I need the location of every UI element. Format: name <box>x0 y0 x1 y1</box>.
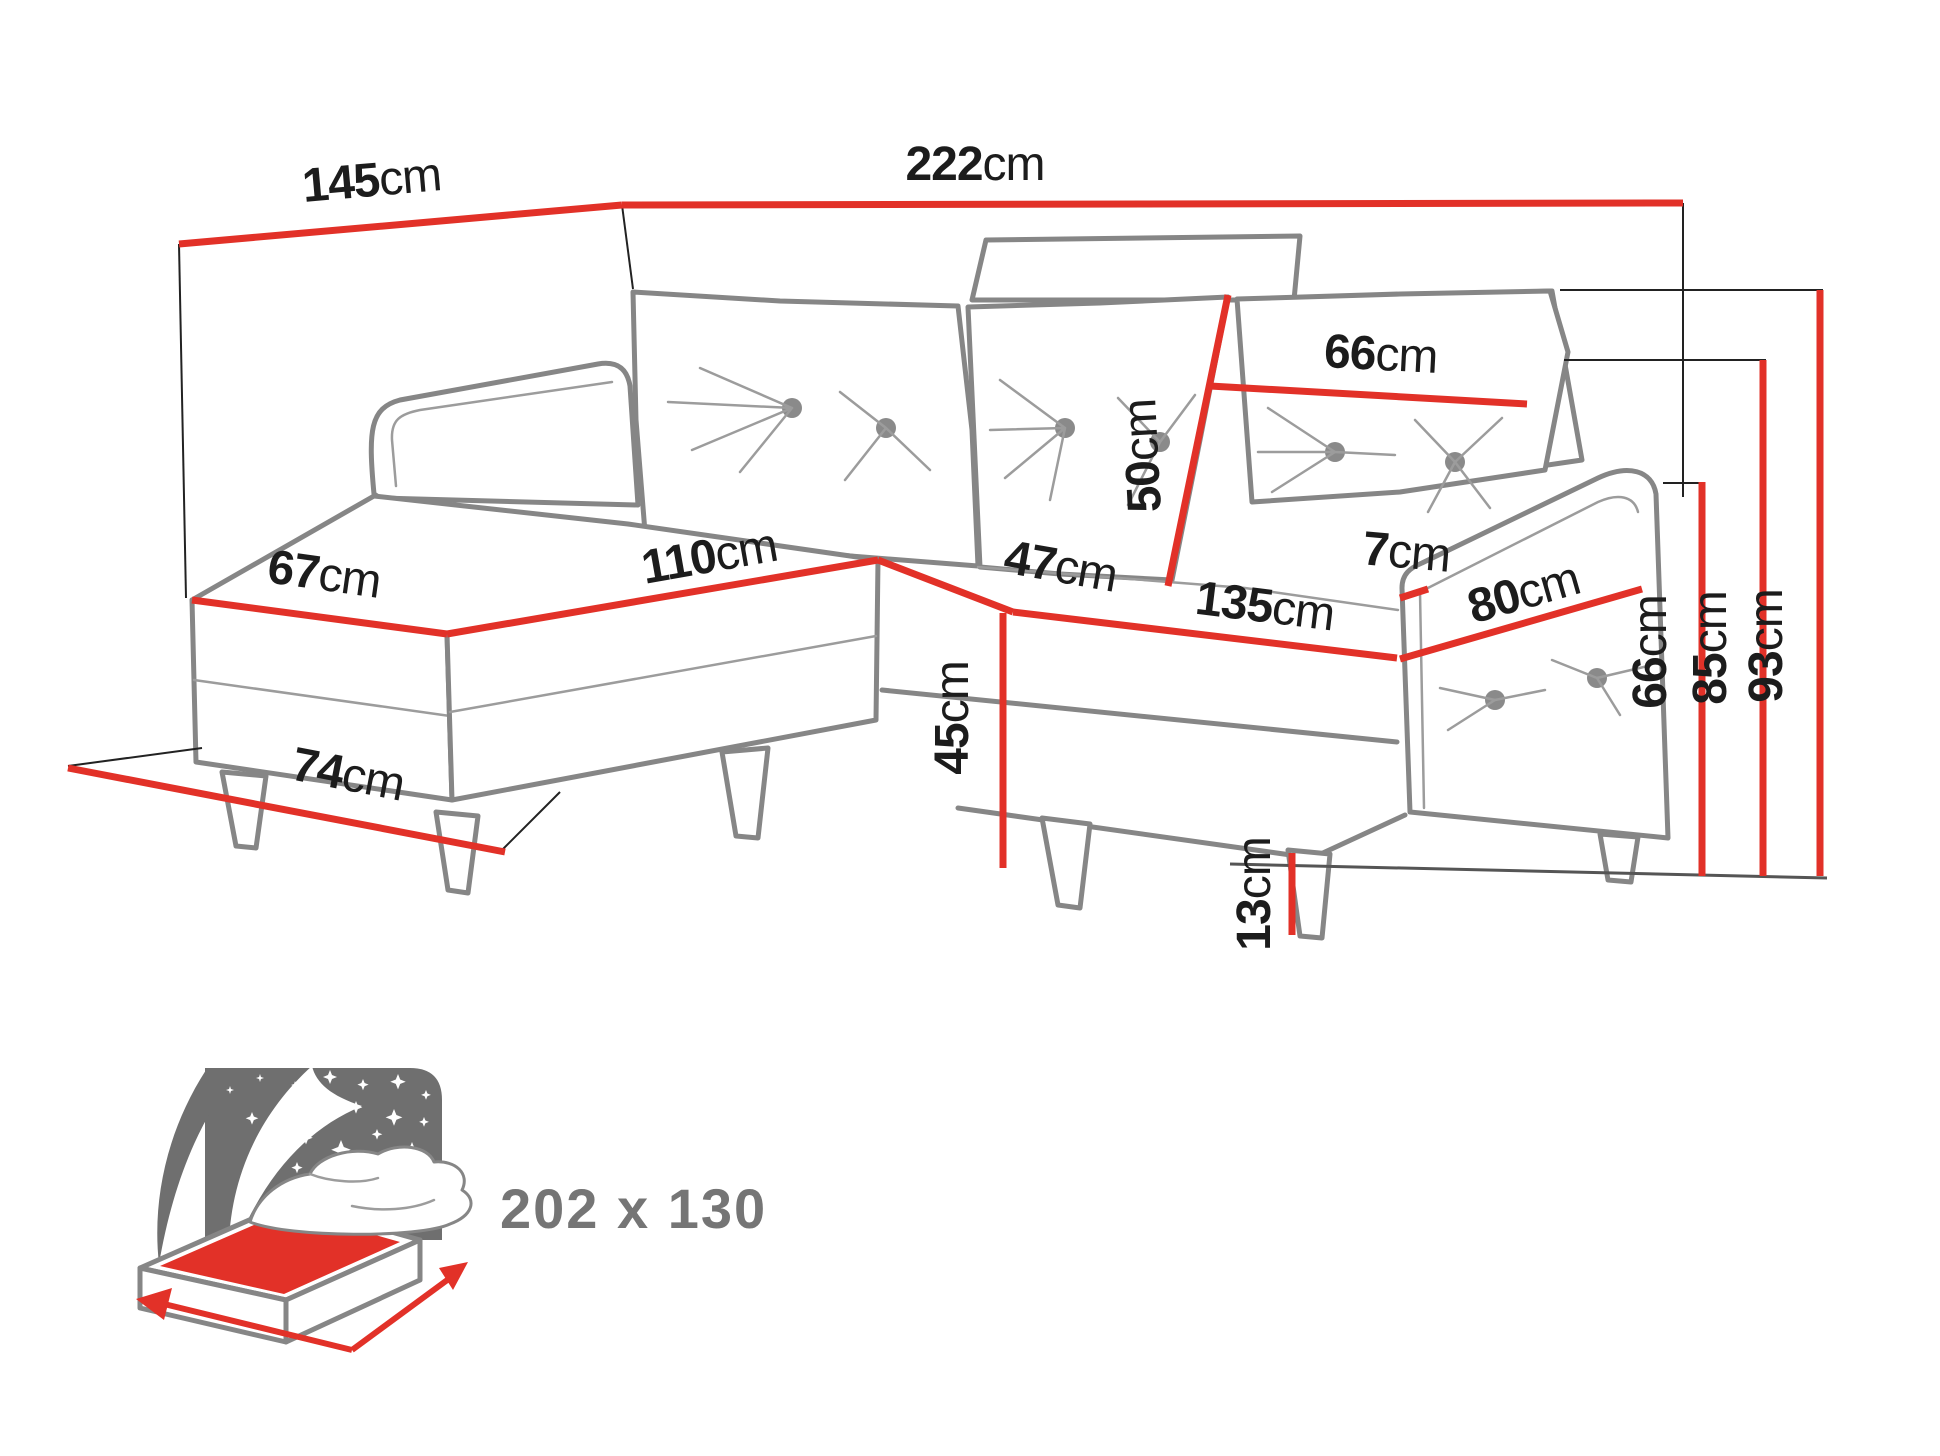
dim-label-corner-depth: 145cm <box>300 148 443 213</box>
dim-line-chaise-outer-length <box>67 764 506 856</box>
leg <box>219 769 269 851</box>
dim-line-armrest-depth <box>1399 585 1643 663</box>
dim-label-chaise-width: 67cm <box>264 541 384 609</box>
back-cushion-middle <box>965 294 1231 583</box>
dim-line-corner-depth <box>178 201 623 248</box>
dim-label-chaise-length: 110cm <box>638 519 782 595</box>
dim-label-armrest-thickness: 7cm <box>1360 522 1452 582</box>
dim-line-armrest-thickness <box>1398 585 1430 602</box>
cushion-tufting <box>666 366 1504 514</box>
back-cushion-left <box>630 289 981 569</box>
dimension-labels: 145cm 222cm 66cm 50cm 7cm 80cm 67cm 110c… <box>264 138 1793 951</box>
dim-label-back-cushion-height: 50cm <box>1113 398 1172 514</box>
left-armrest <box>368 360 641 508</box>
dim-label-chaise-outer-length: 74cm <box>287 738 408 812</box>
dim-label-armrest-height: 66cm <box>1624 595 1677 708</box>
bed-base-right <box>283 1237 423 1345</box>
dim-label-total-height: 93cm <box>1740 589 1793 702</box>
left-armrest-inner-line <box>390 380 614 488</box>
dim-label-leg-height: 13cm <box>1228 837 1281 950</box>
moon-icon <box>228 1066 362 1264</box>
arrow-left <box>136 1288 172 1320</box>
moon-sliver <box>157 1070 214 1264</box>
dim-label-total-width: 222cm <box>905 138 1044 191</box>
dim-label-seat-depth: 47cm <box>1000 531 1121 603</box>
bed-size-arrows <box>136 1262 468 1353</box>
leg <box>1285 847 1333 941</box>
dim-line-total-width <box>621 199 1684 209</box>
right-armrest-tufting <box>1438 658 1650 732</box>
dim-line-back-cushion-height <box>1164 294 1232 587</box>
dim-label-backrest-height: 85cm <box>1684 591 1737 704</box>
dim-label-seat-height: 45cm <box>926 661 979 774</box>
dim-line-back-cushion-width <box>1209 382 1528 408</box>
dim-line-chaise-length <box>446 556 879 638</box>
chaise-left-seam <box>192 678 452 718</box>
dim-line-seat-depth <box>876 556 1015 616</box>
dim-label-seat-length: 135cm <box>1193 572 1338 642</box>
sleeping-size-label: 202 x 130 <box>500 1177 767 1240</box>
sofa-drawing <box>189 233 1828 941</box>
leg <box>719 745 771 841</box>
dimension-lines <box>67 199 1824 935</box>
dim-line-chaise-width <box>191 596 448 638</box>
bed-icon <box>136 1066 473 1353</box>
sofa-legs <box>219 745 1641 941</box>
right-armrest <box>1399 468 1671 841</box>
dim-line-seat-length <box>1012 608 1398 662</box>
back-panel <box>969 233 1303 303</box>
bed-duvet-folds <box>308 1172 436 1211</box>
projection-lines <box>67 203 1823 851</box>
leg <box>433 809 481 896</box>
arrow-right <box>439 1262 468 1290</box>
chaise-right-seam <box>448 634 878 714</box>
leg <box>1039 815 1093 911</box>
right-armrest-inner-lines <box>1418 495 1640 810</box>
dim-label-back-cushion-width: 66cm <box>1323 325 1439 384</box>
floor-line <box>1229 862 1828 880</box>
